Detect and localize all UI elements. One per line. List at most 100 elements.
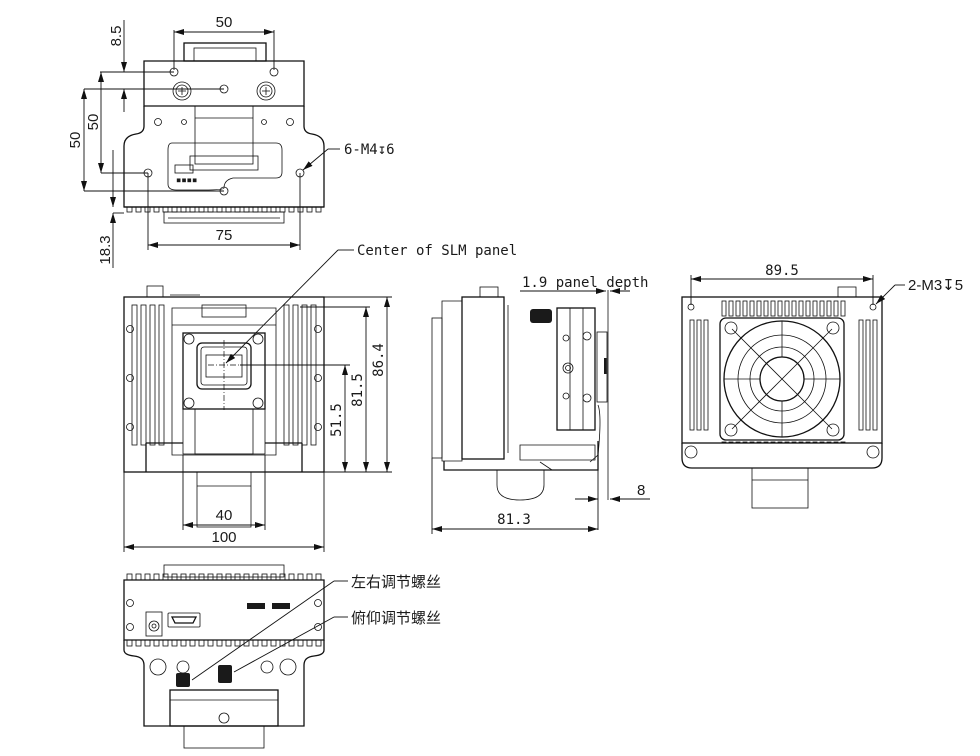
dim-top-width: 50 <box>216 14 233 31</box>
fan-icon <box>719 317 845 441</box>
fin <box>189 639 196 647</box>
fin <box>198 573 205 581</box>
screw-icon <box>172 81 276 101</box>
fin <box>301 304 308 446</box>
fin <box>234 206 241 213</box>
fin <box>826 300 832 317</box>
dim-bottom-width: 75 <box>216 227 233 244</box>
screw-icon <box>126 599 322 724</box>
fin <box>252 639 259 647</box>
fin <box>261 573 268 581</box>
fin <box>207 639 214 647</box>
fin <box>207 206 214 213</box>
fin <box>689 319 695 431</box>
fin <box>703 319 709 431</box>
callout-m3-holes: 2-M3↧5 <box>908 277 963 294</box>
fin <box>735 300 741 317</box>
fin <box>207 573 214 581</box>
fin <box>777 300 783 317</box>
dim-offset-top: 8.5 <box>108 26 125 47</box>
fin <box>306 639 313 647</box>
fin <box>225 573 232 581</box>
fin <box>310 304 317 446</box>
fin <box>696 319 702 431</box>
fin <box>270 639 277 647</box>
fin <box>865 319 871 431</box>
fin <box>243 573 250 581</box>
dim-hole-spacing-inner: 50 <box>85 114 102 131</box>
connector-label-icon: ▪▪▪▪ <box>176 172 197 189</box>
fin <box>721 300 727 317</box>
fin <box>135 573 142 581</box>
fin <box>261 639 268 647</box>
fin <box>162 573 169 581</box>
fin <box>180 206 187 213</box>
fin <box>858 319 864 431</box>
callout-tilt-adjust-screw: 俯仰调节螺丝 <box>351 609 441 627</box>
fin <box>153 639 160 647</box>
fin <box>144 639 151 647</box>
top-view: ▪▪▪▪ 50 8.5 <box>67 14 395 268</box>
fin <box>144 206 151 213</box>
fin <box>279 206 286 213</box>
fin <box>798 300 804 317</box>
dim-bottom-offset: 18.3 <box>97 235 114 264</box>
fin <box>306 573 313 581</box>
fin <box>135 639 142 647</box>
fin <box>171 206 178 213</box>
fin <box>756 300 762 317</box>
dim-body-width: 100 <box>211 529 236 546</box>
fin <box>144 573 151 581</box>
fin <box>270 573 277 581</box>
fin <box>728 300 734 317</box>
fin <box>261 206 268 213</box>
fin <box>279 639 286 647</box>
dim-height-total: 86.4 <box>371 343 387 377</box>
fin <box>198 639 205 647</box>
fin <box>297 639 304 647</box>
fin <box>149 304 156 446</box>
fin <box>279 573 286 581</box>
fin <box>270 206 277 213</box>
fin <box>819 300 825 317</box>
dim-panel-depth: 1.9 panel depth <box>522 275 648 291</box>
dim-hole-spacing-outer: 50 <box>67 132 84 149</box>
fin <box>252 206 259 213</box>
dim-depth-total: 81.3 <box>497 512 531 528</box>
fin <box>243 206 250 213</box>
fin <box>243 639 250 647</box>
dim-mount-width: 40 <box>216 507 233 524</box>
fin <box>749 300 755 317</box>
fin <box>805 300 811 317</box>
fin <box>131 304 138 446</box>
dim-plate-offset: 8 <box>637 482 645 499</box>
fin <box>812 300 818 317</box>
fin <box>288 206 295 213</box>
fin <box>126 573 133 581</box>
fin <box>297 206 304 213</box>
fin <box>198 206 205 213</box>
fin <box>840 300 846 317</box>
dc-jack-icon <box>145 611 163 637</box>
fin <box>742 300 748 317</box>
fin <box>315 639 322 647</box>
side-view: 1.9 panel depth 8 81.3 <box>431 275 650 534</box>
fin <box>234 573 241 581</box>
fin <box>315 573 322 581</box>
fin <box>784 300 790 317</box>
fin <box>225 639 232 647</box>
fin <box>833 300 839 317</box>
screw-icon <box>126 325 322 431</box>
fin <box>180 573 187 581</box>
fin <box>763 300 769 317</box>
fin <box>306 206 313 213</box>
fin <box>216 639 223 647</box>
fin <box>189 206 196 213</box>
fin <box>872 319 878 431</box>
rear-fan-view: 89.5 2-M3↧5 <box>681 263 963 509</box>
fin <box>171 639 178 647</box>
fin <box>189 573 196 581</box>
fin <box>153 206 160 213</box>
fin <box>162 639 169 647</box>
